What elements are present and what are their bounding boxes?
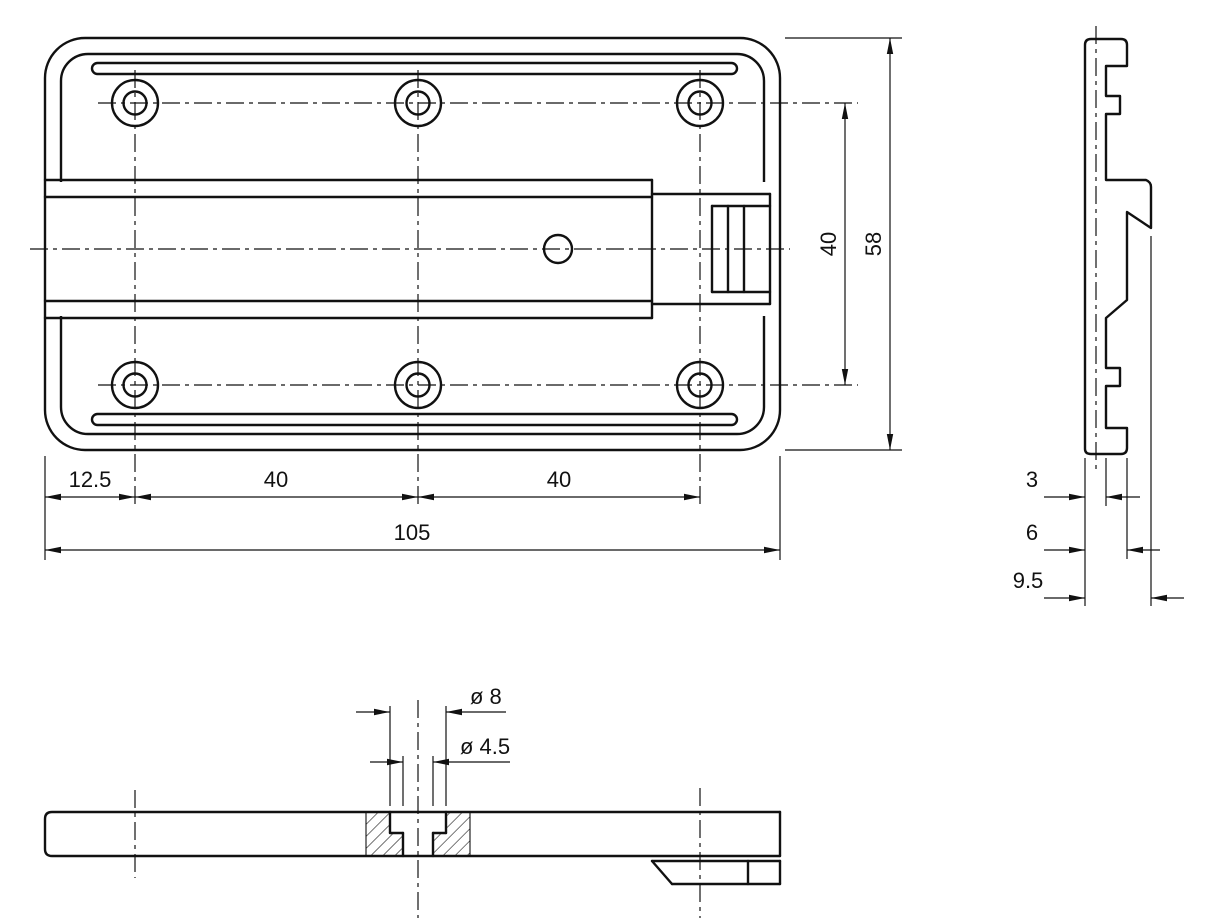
side-view [1083, 26, 1153, 472]
dim-overall-height: 58 [861, 232, 886, 256]
hole-section-hatch-right [433, 812, 470, 856]
bottom-slot [90, 412, 739, 427]
side-dimensions: 3 6 9.5 [1013, 236, 1184, 606]
bottom-view-centerlines [134, 700, 701, 918]
side-profile-hatched [1083, 37, 1153, 456]
dim-hole-pitch-2: 40 [547, 467, 571, 492]
dim-mid-depth: 6 [1026, 520, 1038, 545]
dim-through-dia: ø 4.5 [460, 734, 510, 759]
dim-hole-row-pitch: 40 [816, 232, 841, 256]
dim-plate-thickness: 3 [1026, 467, 1038, 492]
front-dimensions: 12.5 40 40 105 40 58 [44, 37, 902, 560]
plate-side-outline [43, 810, 782, 858]
front-view [30, 36, 858, 508]
bottom-view [43, 700, 782, 918]
hole-section-hatch-left [366, 812, 403, 856]
countersunk-hole-profile [365, 810, 471, 858]
dim-counterbore-dia: ø 8 [470, 684, 502, 709]
dim-hole-pitch-1: 40 [264, 467, 288, 492]
bolt-clip-profile [650, 859, 782, 886]
bottom-dimensions: ø 8 ø 4.5 [356, 684, 510, 806]
dim-overall-width: 105 [394, 520, 431, 545]
plate-outer-contour [43, 36, 782, 452]
dim-left-offset: 12.5 [69, 467, 112, 492]
top-slot [90, 61, 739, 76]
dim-overall-depth: 9.5 [1013, 568, 1044, 593]
front-view-centerlines [30, 70, 858, 508]
